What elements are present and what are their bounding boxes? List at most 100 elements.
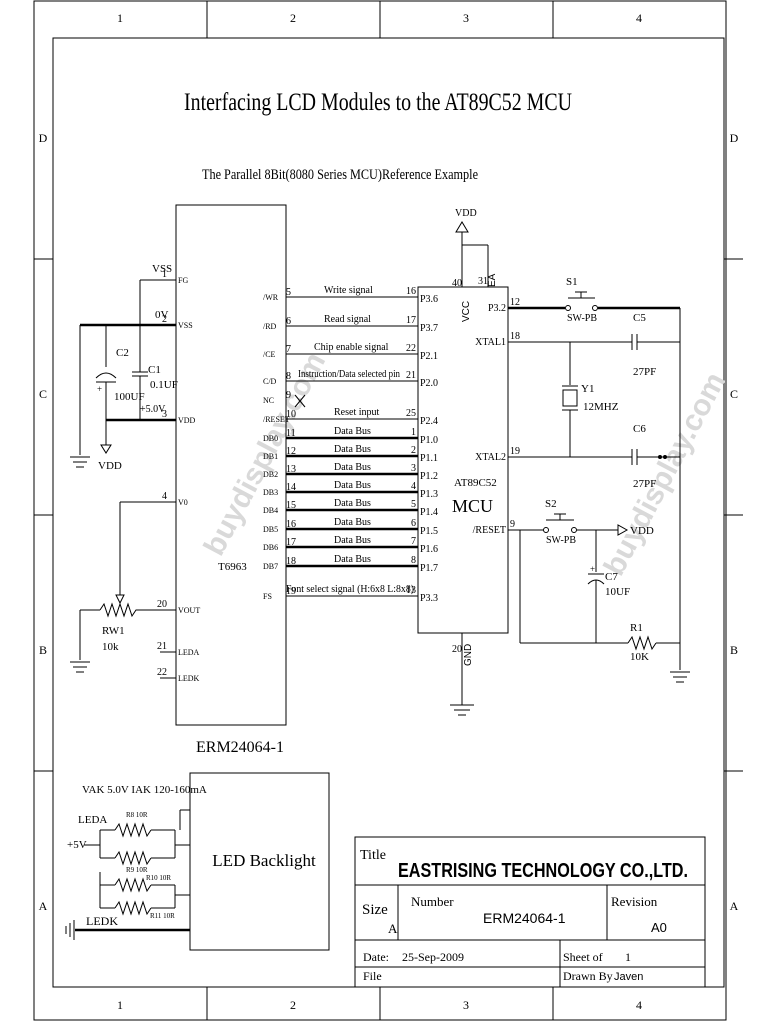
col-label-bottom: 2	[290, 998, 296, 1012]
mcu-port-label: P1.7	[420, 563, 438, 574]
c6-ref: C6	[633, 423, 646, 435]
lcd-pin-name: /RESET	[263, 415, 290, 424]
c2-value: 100UF	[114, 391, 145, 403]
signal-label: Data Bus	[334, 426, 371, 437]
lcd-module-body	[175, 204, 287, 726]
lcd-pin-number: 3	[162, 409, 167, 420]
ground-icon	[70, 661, 90, 673]
col-label-bottom: 4	[636, 998, 642, 1012]
lcd-pin-name: /RD	[263, 322, 277, 331]
led-backlight-circuit: VAK 5.0V IAK 120-160mA LEDA +5V LEDK R8 …	[65, 772, 330, 951]
signal-label: Read signal	[324, 314, 371, 325]
mcu-pin-number: 21	[406, 370, 416, 381]
mcu-pin-number: 3	[411, 463, 416, 474]
lcd-pin-name: VDD	[178, 416, 196, 425]
lcd-pin-name: DB2	[263, 470, 278, 479]
mcu-label: MCU	[452, 496, 493, 516]
col-label-top: 2	[290, 11, 296, 25]
lcd-pin-number: 15	[286, 500, 296, 511]
resistor-r9-label: R9 10R	[126, 866, 148, 874]
net-vss: VSS	[152, 263, 172, 275]
backlight-ledk-label: LEDK	[86, 914, 118, 928]
c2-polarity: +	[97, 384, 102, 394]
lcd-pin-number: 5	[286, 287, 291, 298]
lcd-controller-label: T6963	[218, 561, 247, 573]
signal-label: Data Bus	[334, 517, 371, 528]
row-label-right: D	[730, 131, 739, 145]
mcu-part-label: AT89C52	[454, 477, 497, 489]
lcd-pin-name: C/D	[263, 377, 277, 386]
mcu-pin-number: 2	[411, 445, 416, 456]
resistor-r9-icon	[114, 850, 152, 866]
signal-label: Data Bus	[334, 535, 371, 546]
y1-value: 12MHZ	[583, 401, 619, 413]
mcu-pin-number: 1	[411, 427, 416, 438]
signal-label: Font select signal (H:6x8 L:8x8)	[286, 584, 414, 595]
file-label: File	[363, 969, 382, 983]
ground-icon	[65, 920, 75, 940]
c5-ref: C5	[633, 312, 646, 324]
mcu-pin-20: 20	[452, 644, 462, 655]
net-5v: +5.0V	[140, 404, 166, 415]
mcu-vcc-label: VCC	[461, 301, 472, 322]
row-label-left: D	[39, 131, 48, 145]
lcd-pin-name: DB5	[263, 525, 278, 534]
signal-label: Chip enable signal	[314, 342, 389, 353]
s1-value: SW-PB	[567, 313, 597, 324]
lcd-pin-number: 9	[286, 390, 291, 401]
mcu-pin-number: 19	[510, 446, 520, 457]
backlight-leda-label: LEDA	[78, 814, 107, 826]
lcd-pin-number: 2	[162, 314, 167, 325]
reset-vdd-label: VDD	[630, 525, 654, 537]
s1-ref: S1	[566, 276, 578, 288]
mcu-port-label: P2.0	[420, 378, 438, 389]
mcu-pin-number: 12	[510, 297, 520, 308]
c7-ref: C7	[605, 571, 618, 583]
lcd-pin-name: /WR	[263, 293, 279, 302]
vdd-arrow-icon	[100, 444, 112, 454]
lcd-pin-name: FS	[263, 592, 272, 601]
lcd-pin-number: 18	[286, 556, 296, 567]
signal-label: Data Bus	[334, 480, 371, 491]
lcd-pin-name: DB6	[263, 543, 278, 552]
mcu-pin-number: 17	[406, 315, 416, 326]
c5-value: 27PF	[633, 366, 656, 378]
resistor-r1-icon	[627, 635, 657, 651]
y1-ref: Y1	[581, 383, 594, 395]
c7-polarity: +	[590, 564, 595, 574]
mcu-pin-number: 22	[406, 343, 416, 354]
signal-label: Reset input	[334, 407, 379, 418]
lcd-pin-name: VSS	[178, 321, 193, 330]
diagram-title: Interfacing LCD Modules to the AT89C52 M…	[184, 89, 572, 116]
row-label-right: A	[730, 899, 739, 913]
c6-value: 27PF	[633, 478, 656, 490]
resistor-r8-icon	[114, 822, 152, 838]
resistor-r11-icon	[114, 900, 152, 916]
number-value: ERM24064-1	[483, 910, 566, 926]
lcd-pin-name: DB7	[263, 562, 278, 571]
mcu-chip: VCC EA 40 31 AT89C52 MCU GND 20 P3.212XT…	[417, 208, 520, 716]
c1-ref: C1	[148, 364, 161, 376]
signal-label: Write signal	[324, 285, 373, 296]
signal-label: Instruction/Data selected pin	[298, 369, 400, 380]
row-label-left: C	[39, 387, 47, 401]
mcu-pin-number: 4	[411, 481, 416, 492]
title-block: Title EASTRISING TECHNOLOGY CO.,LTD. Siz…	[354, 836, 706, 988]
size-label: Size	[362, 902, 388, 918]
mcu-port-label: P1.6	[420, 544, 438, 555]
lcd-pin-name: V0	[178, 498, 188, 507]
lcd-pin-number: 10	[286, 409, 296, 420]
c1-value: 0.1UF	[150, 379, 178, 391]
lcd-power-circuit: VSS 0V +5.0V C2 100UF + VDD C1 0.1UF	[70, 263, 178, 679]
crystal-y1-icon	[562, 389, 578, 407]
vdd-arrow-icon	[617, 524, 629, 536]
mcu-port-label: P1.1	[420, 453, 438, 464]
c2-vdd-label: VDD	[98, 460, 122, 472]
lcd-pin-number: 7	[286, 344, 291, 355]
lcd-pin-number: 13	[286, 464, 296, 475]
mcu-port-label: P3.6	[420, 294, 438, 305]
r1-ref: R1	[630, 622, 643, 634]
